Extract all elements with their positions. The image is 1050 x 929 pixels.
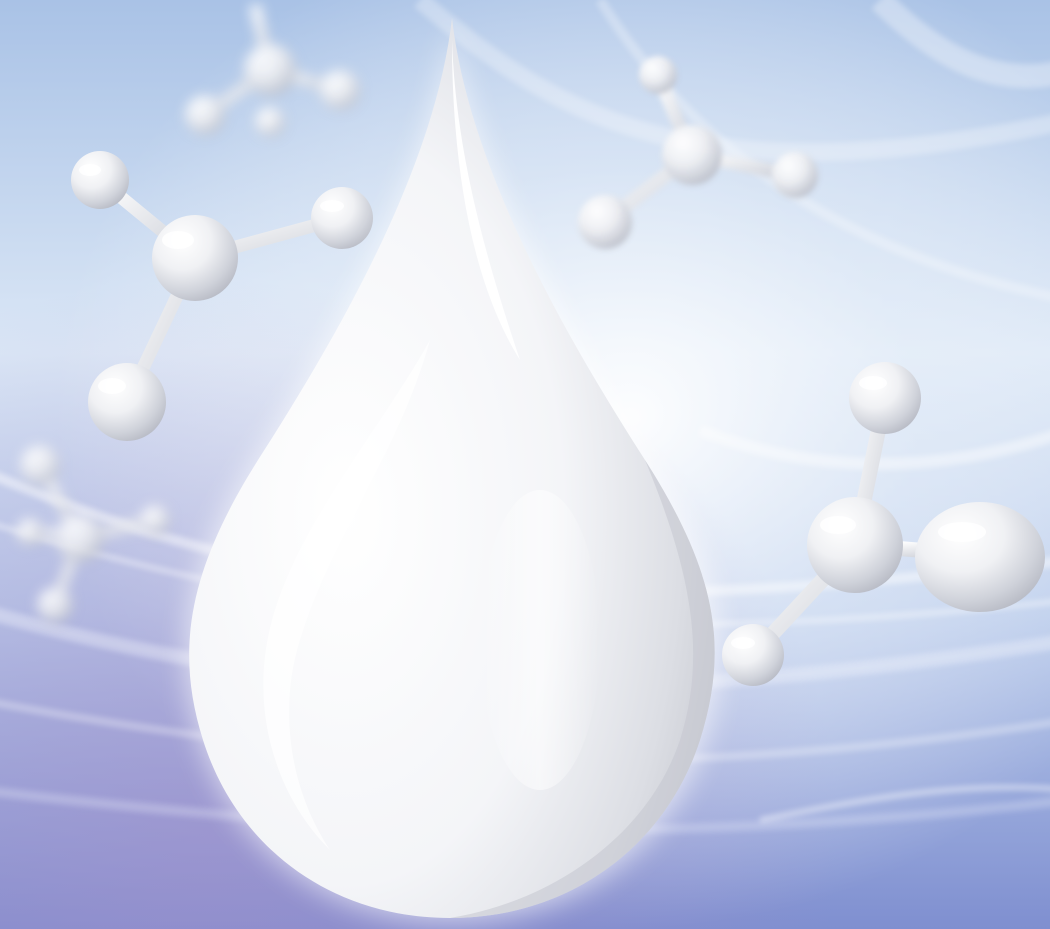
milk-drop-highlight (480, 490, 600, 790)
molecule-top-left-blurred (185, 3, 360, 137)
molecule-right (722, 362, 1045, 686)
milk-drop-inner-fold (263, 340, 430, 850)
molecule-left (71, 151, 373, 441)
milk-drop-edge-shadow (450, 460, 715, 918)
molecule-left-blurred (16, 445, 170, 623)
milk-drop-shine (452, 40, 520, 360)
milk-drop (189, 18, 715, 918)
molecule-top-right-blurred (578, 56, 818, 249)
